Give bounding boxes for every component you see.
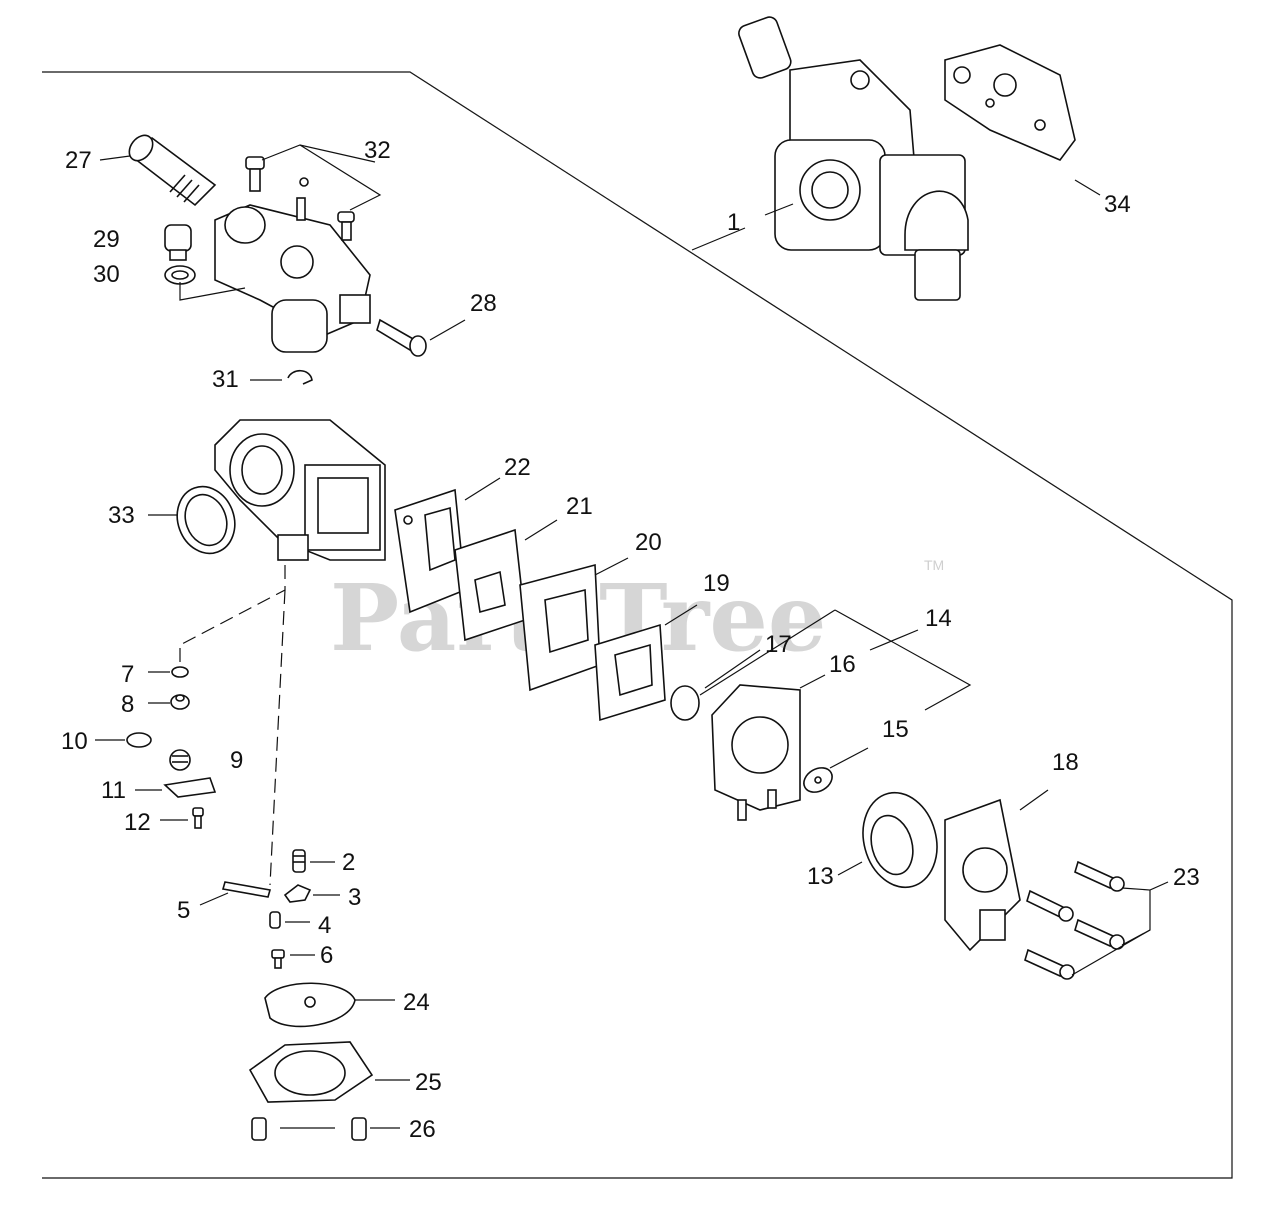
part-27-tube: [128, 134, 217, 207]
part-24-diaphragm: [264, 982, 356, 1028]
callout-24: 24: [403, 989, 430, 1016]
callout-34: 34: [1104, 191, 1131, 218]
part-32-screws: [245, 156, 355, 241]
part-18-cover: [944, 798, 1021, 952]
callout-31: 31: [212, 366, 239, 393]
carburetor-body: [214, 419, 386, 561]
callout-7: 7: [121, 661, 134, 688]
part-25-cover: [248, 1041, 374, 1103]
part-13-primer-bulb: [862, 791, 938, 889]
callout-14: 14: [925, 605, 952, 632]
callout-29: 29: [93, 226, 120, 253]
part-9-spring: [169, 749, 191, 771]
part-2-spring: [292, 849, 306, 873]
callout-22: 22: [504, 454, 531, 481]
part-6-screw: [271, 949, 285, 969]
callout-17: 17: [765, 631, 792, 658]
callout-28: 28: [470, 290, 497, 317]
callout-20: 20: [635, 529, 662, 556]
part-34-gasket: [944, 44, 1076, 161]
callout-16: 16: [829, 651, 856, 678]
callout-27: 27: [65, 147, 92, 174]
part-15-valve: [803, 767, 833, 793]
part-19-gasket: [594, 623, 666, 722]
part-29-nut: [164, 224, 192, 261]
callout-6: 6: [320, 942, 333, 969]
part-7-washer: [171, 666, 189, 678]
part-12-screw: [192, 807, 204, 829]
callout-2: 2: [342, 849, 355, 876]
part-1-carburetor-assembly: [738, 16, 969, 301]
callout-25: 25: [415, 1069, 442, 1096]
part-33-seal-ring: [176, 485, 236, 555]
callout-18: 18: [1052, 749, 1079, 776]
part-11-lever: [163, 777, 217, 798]
callout-1: 1: [727, 209, 740, 236]
callout-5: 5: [177, 897, 190, 924]
callout-23: 23: [1173, 864, 1200, 891]
part-10-washer: [126, 732, 152, 748]
part-3-lever: [283, 884, 312, 903]
callout-21: 21: [566, 493, 593, 520]
callout-labels: 1 2 3 4 5 6 7 8 9 10 11 12 13 14 15 16 1…: [61, 137, 1200, 1143]
part-26-screws: [251, 1117, 367, 1141]
throttle-body: [214, 204, 371, 353]
part-17-plug: [670, 685, 700, 721]
assembly-axis-lines: [179, 565, 286, 886]
part-8-nut: [170, 694, 190, 710]
callout-15: 15: [882, 716, 909, 743]
part-16-pump-body: [711, 684, 801, 821]
callout-9: 9: [230, 747, 243, 774]
callout-26: 26: [409, 1116, 436, 1143]
watermark-trademark: TM: [924, 557, 944, 573]
part-31-clip: [287, 369, 313, 385]
part-4-needle: [269, 911, 281, 929]
part-23-screws: [1024, 860, 1125, 980]
callout-13: 13: [807, 863, 834, 890]
callout-30: 30: [93, 261, 120, 288]
leader-lines: [95, 144, 1169, 1129]
callout-4: 4: [318, 912, 331, 939]
callout-19: 19: [703, 570, 730, 597]
callout-8: 8: [121, 691, 134, 718]
diagram-frame: [42, 71, 1233, 1179]
callout-11: 11: [101, 777, 126, 804]
callout-10: 10: [61, 728, 88, 755]
part-5-pin: [221, 881, 272, 898]
part-21-diaphragm: [454, 528, 526, 642]
part-28-screw: [376, 318, 427, 357]
callout-12: 12: [124, 809, 151, 836]
callout-3: 3: [348, 884, 361, 911]
part-30-washer: [164, 265, 196, 285]
callout-33: 33: [108, 502, 135, 529]
callout-32: 32: [364, 137, 391, 164]
